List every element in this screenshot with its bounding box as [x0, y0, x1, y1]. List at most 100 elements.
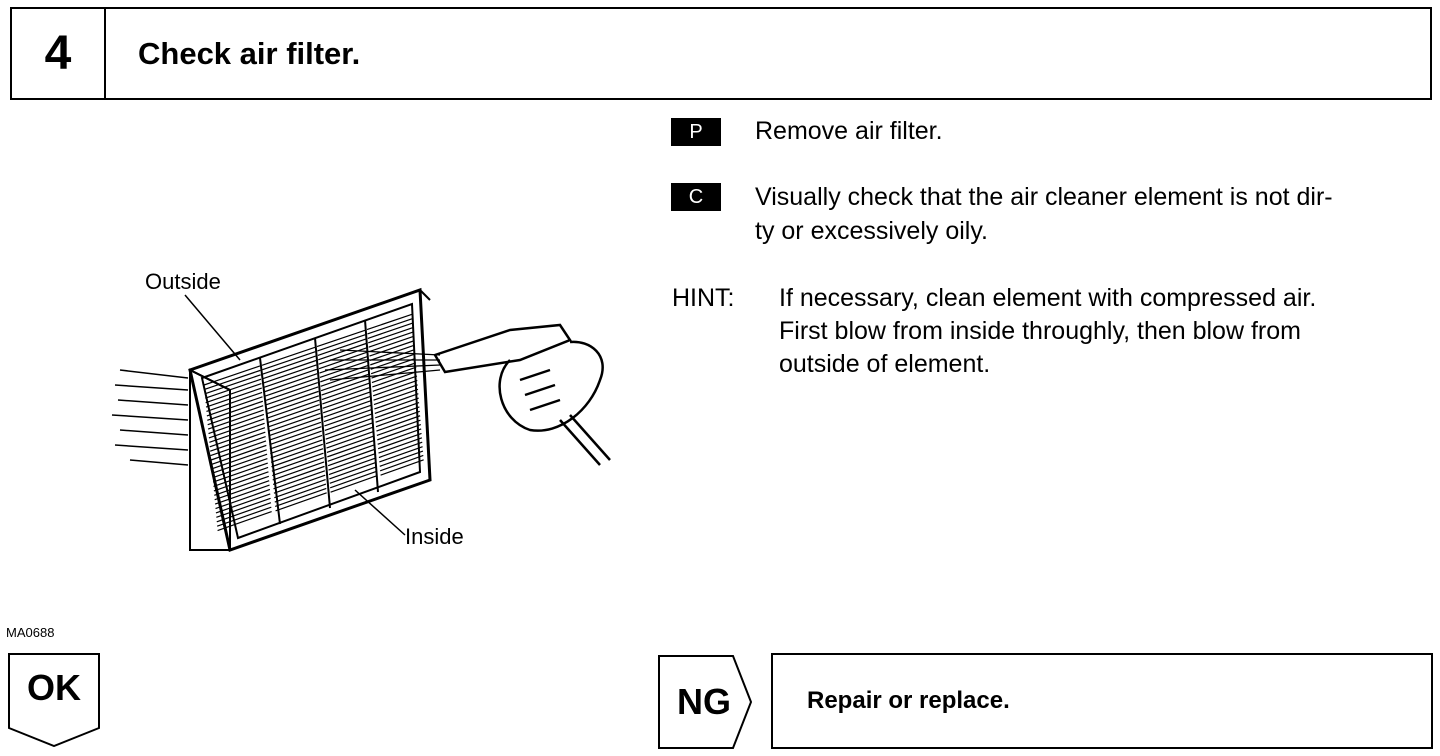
pleat-line [271, 452, 324, 472]
pleat-line [273, 474, 326, 494]
pleat-line [208, 413, 265, 435]
pleat-line [370, 357, 416, 375]
badge-p: P [671, 118, 721, 146]
pleat-line [204, 369, 261, 390]
pleat-line [265, 386, 319, 406]
pleat-line [373, 388, 419, 406]
label-outside: Outside [145, 269, 221, 294]
pleat-line [368, 335, 414, 353]
pleat-line [210, 440, 267, 461]
pleat-line [213, 466, 269, 488]
pleat-line [325, 422, 373, 440]
pleat-line [266, 395, 320, 415]
pleat-line [328, 453, 376, 471]
instruction-check-line2: ty or excessively oily. [755, 217, 988, 245]
pleat-line [263, 364, 317, 384]
pleat-line [379, 454, 424, 472]
ok-arrow-shape [8, 653, 100, 747]
pleat-line [214, 475, 270, 496]
pleat-line [207, 409, 264, 430]
pleat-line [267, 404, 320, 424]
pleat-line [268, 421, 322, 441]
pleat-line [213, 471, 269, 492]
pleat-line [377, 432, 422, 450]
pleat-line [377, 428, 422, 445]
pleat-line [375, 410, 420, 428]
pleat-line [368, 331, 414, 348]
pleat-line [274, 487, 327, 508]
pleat-line [370, 353, 416, 370]
pleat-line [318, 342, 367, 361]
pleat-line [212, 453, 268, 474]
pleat-line [205, 378, 262, 399]
pleat-line [208, 418, 265, 439]
instruction-remove: Remove air filter. [755, 117, 943, 145]
pleat-line [373, 384, 418, 401]
pleat-line [270, 434, 323, 455]
pleat-line [327, 448, 375, 467]
pleat-line [372, 371, 417, 388]
pleat-line [210, 435, 266, 457]
figure-code: MA0688 [6, 625, 55, 640]
pleat-line [329, 462, 376, 480]
pleat-line [317, 338, 366, 356]
air-filter-drawing [111, 287, 611, 552]
pleat-line [209, 427, 266, 448]
pleat-line [270, 439, 323, 459]
filter-pleats [203, 313, 424, 532]
pleat-line [207, 405, 264, 426]
pleat-line [212, 462, 268, 483]
pleat-line [216, 497, 271, 518]
pleat-line [216, 502, 272, 523]
pleat-line [267, 412, 321, 433]
ok-result-box: OK [8, 653, 100, 747]
air-filter-illustration: Outside Inside [90, 260, 630, 580]
instruction-check-line1: Visually check that the air cleaner elem… [755, 183, 1333, 211]
pleat-line [323, 404, 372, 423]
pleat-line [375, 401, 420, 419]
step-header: 4 Check air filter. [10, 7, 1432, 100]
pleat-line [212, 458, 268, 479]
pleat-line [211, 444, 267, 465]
pleat-line [266, 399, 320, 419]
pleat-line [209, 431, 266, 452]
pleat-line [216, 506, 272, 527]
pleat-line [269, 426, 322, 446]
hint-line1: If necessary, clean element with compres… [779, 284, 1317, 312]
pleat-line [214, 480, 270, 501]
pleat-line [380, 459, 424, 476]
pleat-line [261, 346, 316, 366]
pleat-line [265, 381, 319, 402]
hint-label: HINT: [672, 284, 735, 312]
pleat-line [369, 340, 415, 357]
pleat-line [271, 448, 324, 468]
pleat-line [215, 488, 271, 510]
pleat-line [327, 439, 375, 458]
pleat-line [326, 431, 374, 449]
pleat-line [376, 419, 421, 437]
pleat-line [214, 484, 270, 505]
pleat-line [274, 483, 327, 503]
pleat-line [325, 417, 373, 436]
pleat-line [207, 400, 264, 421]
pleat-line [366, 313, 413, 331]
pleat-line [206, 396, 263, 417]
pleat-line [372, 379, 418, 397]
pleat-line [269, 430, 322, 450]
pleat-line [374, 393, 419, 410]
pleat-line [329, 466, 377, 484]
pleat-line [375, 406, 420, 423]
pleat-line [330, 475, 377, 493]
pleat-line [264, 377, 318, 397]
pleat-line [323, 400, 371, 418]
pleat-line [326, 435, 374, 454]
pleat-line [211, 449, 267, 470]
ng-label: NG [677, 681, 731, 722]
hint-line3: outside of element. [779, 350, 991, 378]
pleat-line [272, 465, 325, 485]
pleat-line [378, 437, 423, 454]
ok-label: OK [27, 667, 81, 708]
ng-result-box: NG [658, 655, 753, 749]
pleat-line [319, 356, 368, 374]
pleat-line [370, 349, 416, 366]
